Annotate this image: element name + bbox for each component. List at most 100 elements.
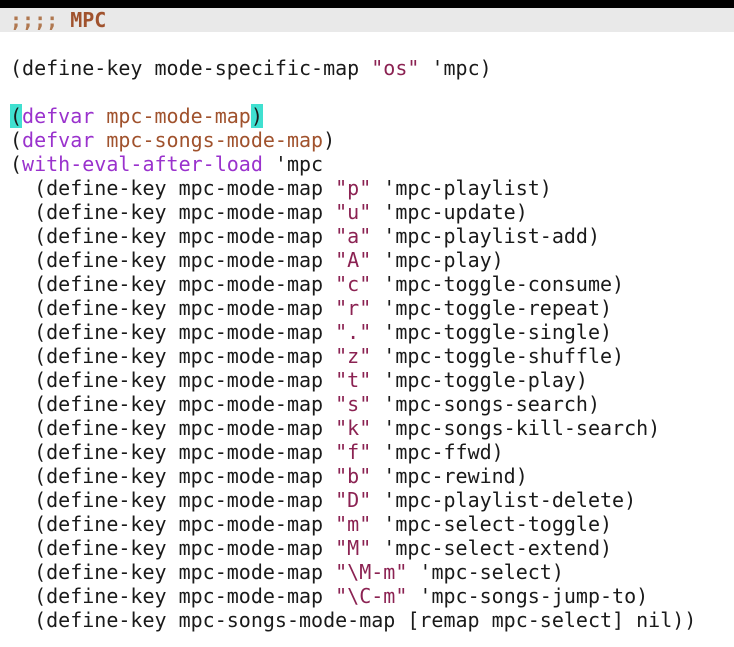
keybinding-line: (define-key mpc-mode-map "s" 'mpc-songs-… [10,392,696,416]
command-symbol: 'mpc-play) [371,248,504,272]
code-text: (define-key mpc-mode-map [10,536,336,560]
code-text: (define-key mpc-mode-map [10,176,336,200]
code-text: (define-key mpc-mode-map [10,560,336,584]
keybinding-line: (define-key mpc-mode-map "z" 'mpc-toggle… [10,344,696,368]
code-text: (define-key mpc-mode-map [10,224,336,248]
command-symbol: 'mpc-toggle-consume) [371,272,625,296]
matching-paren-highlight: ( [10,104,23,128]
heading-text: MPC [70,8,107,32]
key-string: "t" [335,368,372,392]
code-text: 'mpc [262,152,324,176]
keybinding-line: (define-key mpc-mode-map "t" 'mpc-toggle… [10,368,696,392]
keybinding-line: (define-key mpc-mode-map "p" 'mpc-playli… [10,176,696,200]
code-text: (define-key mpc-mode-map [10,584,336,608]
command-symbol: 'mpc-toggle-play) [371,368,588,392]
key-string: "s" [335,392,372,416]
code-text: (define-key mpc-mode-map [10,368,336,392]
keybinding-line: (define-key mpc-mode-map "m" 'mpc-select… [10,512,696,536]
variable-name: mpc-mode-map [106,104,251,128]
command-symbol: 'mpc-songs-search) [371,392,601,416]
command-symbol: 'mpc-toggle-single) [371,320,613,344]
key-string: "A" [335,248,372,272]
command-symbol: 'mpc-select-extend) [371,536,613,560]
command-symbol: 'mpc-rewind) [371,464,528,488]
keybinding-line: (define-key mpc-mode-map "r" 'mpc-toggle… [10,296,696,320]
keybinding-line: (define-key mpc-mode-map "c" 'mpc-toggle… [10,272,696,296]
keybinding-line: (define-key mpc-mode-map "\M-m" 'mpc-sel… [10,560,696,584]
code-text: (define-key mpc-mode-map [10,464,336,488]
blank-line [10,32,696,56]
code-text: (define-key mpc-mode-map [10,512,336,536]
code-text: (define-key mpc-mode-map [10,200,336,224]
keybinding-list: (define-key mpc-mode-map "p" 'mpc-playli… [10,176,696,608]
code-text: (define-key mpc-mode-map [10,320,336,344]
code-text: (define-key mpc-mode-map [10,392,336,416]
code-text: (define-key mpc-mode-map [10,416,336,440]
blank-line [10,80,696,104]
code-text: (define-key mpc-mode-map [10,344,336,368]
paren: ( [10,152,23,176]
section-heading: ;;;; MPC [10,8,696,32]
keyword: with-eval-after-load [22,152,263,176]
command-symbol: 'mpc-toggle-repeat) [371,296,613,320]
code-text: (define-key mode-specific-map [10,56,372,80]
key-string: "u" [335,200,372,224]
key-string: "\C-m" [335,584,408,608]
key-string: "os" [371,56,420,80]
keybinding-line: (define-key mpc-mode-map "u" 'mpc-update… [10,200,696,224]
heading-line-background [0,8,734,32]
command-symbol: 'mpc-select) [407,560,564,584]
key-string: "p" [335,176,372,200]
key-string: "c" [335,272,372,296]
keyword: defvar [22,104,95,128]
command-symbol: 'mpc-playlist-add) [371,224,601,248]
keybinding-line: (define-key mpc-mode-map "k" 'mpc-songs-… [10,416,696,440]
defvar-line: (defvar mpc-mode-map) [10,104,696,128]
key-string: "z" [335,344,372,368]
keybinding-line: (define-key mpc-mode-map "M" 'mpc-select… [10,536,696,560]
keybinding-line: (define-key mpc-mode-map "f" 'mpc-ffwd) [10,440,696,464]
key-string: "\M-m" [335,560,408,584]
key-string: "M" [335,536,372,560]
defvar-line: (defvar mpc-songs-mode-map) [10,128,696,152]
comment-semicolons: ;;;; [10,8,71,32]
window-top-edge [0,0,734,8]
keyword: defvar [22,128,95,152]
variable-name: mpc-songs-mode-map [106,128,324,152]
key-string: "a" [335,224,372,248]
code-text: (define-key mpc-mode-map [10,296,336,320]
paren: ( [10,128,23,152]
command-symbol: 'mpc-select-toggle) [371,512,613,536]
code-editor[interactable]: ;;;; MPC (define-key mode-specific-map "… [10,8,696,632]
command-symbol: 'mpc-toggle-shuffle) [371,344,625,368]
command-symbol: 'mpc) [419,56,492,80]
key-string: "k" [335,416,372,440]
remap-line: (define-key mpc-songs-mode-map [remap mp… [10,608,697,632]
code-text: (define-key mpc-mode-map [10,248,336,272]
key-string: "." [335,320,372,344]
key-string: "f" [335,440,372,464]
command-symbol: 'mpc-update) [371,200,528,224]
command-symbol: 'mpc-playlist) [371,176,552,200]
command-symbol: 'mpc-songs-jump-to) [407,584,649,608]
code-text: (define-key mpc-mode-map [10,440,336,464]
keybinding-line: (define-key mpc-mode-map "." 'mpc-toggle… [10,320,696,344]
command-symbol: 'mpc-playlist-delete) [371,488,637,512]
paren: ) [323,128,336,152]
matching-paren-highlight: ) [250,104,263,128]
keybinding-line: (define-key mpc-mode-map "A" 'mpc-play) [10,248,696,272]
eval-after-load-line: (with-eval-after-load 'mpc [10,152,696,176]
code-text: (define-key mpc-mode-map [10,488,336,512]
key-string: "m" [335,512,372,536]
key-string: "D" [335,488,372,512]
code-text: (define-key mpc-mode-map [10,272,336,296]
key-string: "r" [335,296,372,320]
keybinding-line: (define-key mpc-mode-map "a" 'mpc-playli… [10,224,696,248]
keybinding-line: (define-key mpc-mode-map "\C-m" 'mpc-son… [10,584,696,608]
keybinding-line: (define-key mpc-mode-map "b" 'mpc-rewind… [10,464,696,488]
command-symbol: 'mpc-songs-kill-search) [371,416,661,440]
key-string: "b" [335,464,372,488]
keybinding-line: (define-key mpc-mode-map "D" 'mpc-playli… [10,488,696,512]
command-symbol: 'mpc-ffwd) [371,440,504,464]
global-keybinding-line: (define-key mode-specific-map "os" 'mpc) [10,56,696,80]
